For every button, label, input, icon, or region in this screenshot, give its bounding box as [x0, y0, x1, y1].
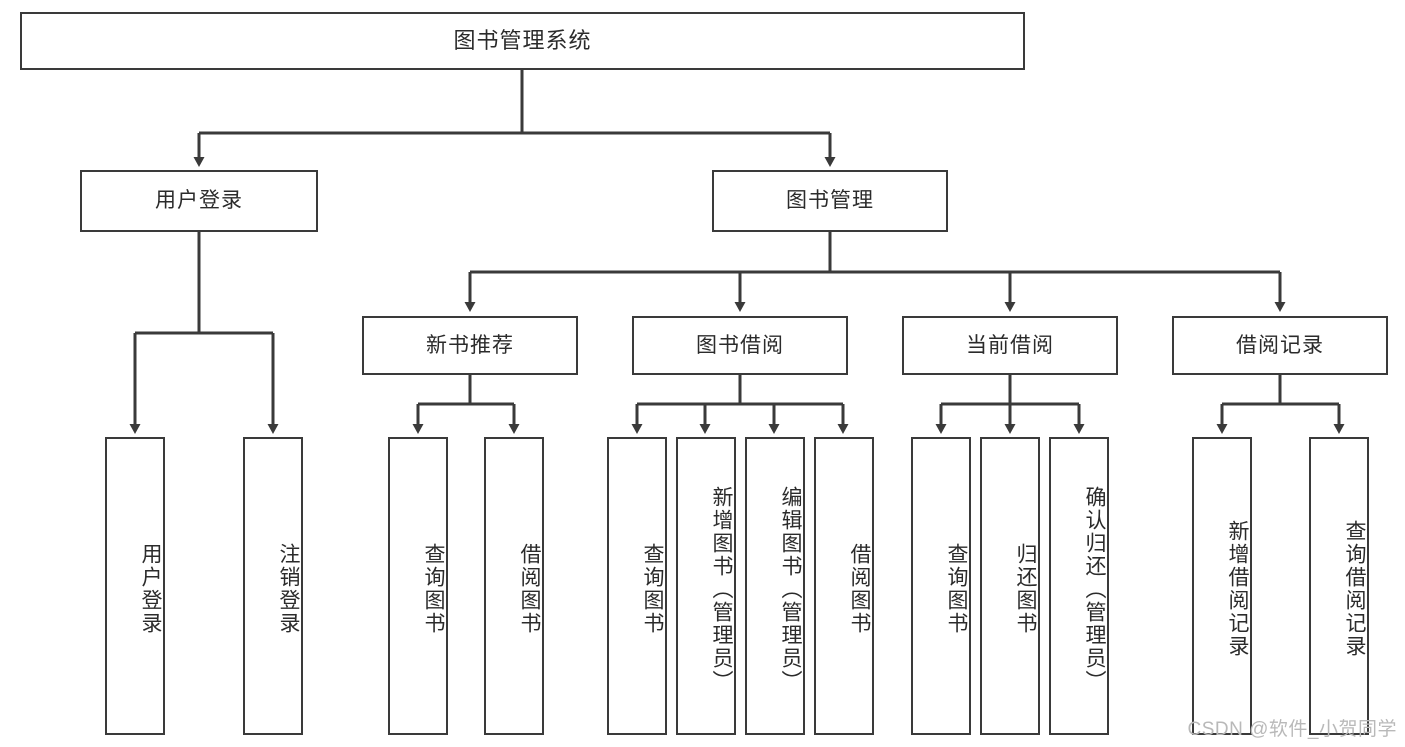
leaf-label: 查询借阅记录	[1343, 520, 1366, 658]
leaf-current-borrow-confirm-return-admin[interactable]: 确认归还（管理员）	[1049, 437, 1109, 735]
leaf-book-borrow-query-book[interactable]: 查询图书	[607, 437, 667, 735]
leaf-label: 新增借阅记录	[1226, 520, 1249, 658]
leaf-book-borrow-borrow-book[interactable]: 借阅图书	[814, 437, 874, 735]
leaf-new-book-borrow-book[interactable]: 借阅图书	[484, 437, 544, 735]
leaf-label: 借阅图书	[518, 543, 541, 635]
leaf-current-borrow-query-book[interactable]: 查询图书	[911, 437, 971, 735]
leaf-label: 借阅图书	[848, 543, 871, 635]
leaf-label: 归还图书	[1014, 543, 1037, 635]
leaf-borrow-record-query-record[interactable]: 查询借阅记录	[1309, 437, 1369, 735]
leaf-label: 确认归还（管理员）	[1083, 485, 1106, 693]
node-root-system[interactable]: 图书管理系统	[20, 12, 1025, 70]
node-new-book-recommend[interactable]: 新书推荐	[362, 316, 578, 375]
node-book-management[interactable]: 图书管理	[712, 170, 948, 232]
watermark-text: CSDN @软件_小贺同学	[1187, 719, 1397, 740]
leaf-label: 用户登录	[139, 543, 162, 635]
node-current-borrow[interactable]: 当前借阅	[902, 316, 1118, 375]
leaf-label: 注销登录	[277, 543, 300, 635]
leaf-book-borrow-add-book-admin[interactable]: 新增图书（管理员）	[676, 437, 736, 735]
node-borrow-record[interactable]: 借阅记录	[1172, 316, 1388, 375]
node-book-borrow[interactable]: 图书借阅	[632, 316, 848, 375]
leaf-borrow-record-add-record[interactable]: 新增借阅记录	[1192, 437, 1252, 735]
leaf-label: 查询图书	[945, 543, 968, 635]
leaf-book-borrow-edit-book-admin[interactable]: 编辑图书（管理员）	[745, 437, 805, 735]
leaf-current-borrow-return-book[interactable]: 归还图书	[980, 437, 1040, 735]
leaf-label: 查询图书	[641, 543, 664, 635]
leaf-label: 编辑图书（管理员）	[779, 485, 802, 693]
leaf-new-book-query-book[interactable]: 查询图书	[388, 437, 448, 735]
leaf-user-login-login[interactable]: 用户登录	[105, 437, 165, 735]
leaf-label: 查询图书	[422, 543, 445, 635]
node-user-login[interactable]: 用户登录	[80, 170, 318, 232]
leaf-user-login-logout[interactable]: 注销登录	[243, 437, 303, 735]
leaf-label: 新增图书（管理员）	[710, 485, 733, 693]
